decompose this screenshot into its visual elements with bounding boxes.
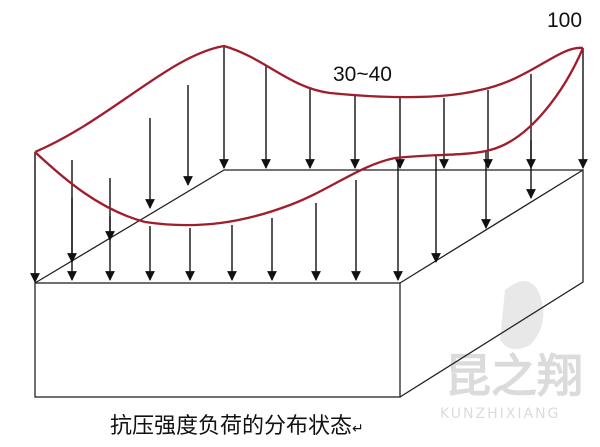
caption-return-mark: ↵ <box>352 421 364 437</box>
watermark-cn: 昆之翔 <box>445 349 583 403</box>
watermark-logo-icon <box>500 281 544 349</box>
block-top-face <box>34 169 583 284</box>
block-body <box>34 168 584 398</box>
diagram-caption: 抗压强度负荷的分布状态 <box>110 414 352 439</box>
load-curve-left-edge <box>34 151 146 224</box>
middle-value-label: 30~40 <box>333 63 392 86</box>
corner-value-label: 100 <box>547 9 582 32</box>
block-right-face <box>399 168 584 398</box>
load-curve-back-edge <box>34 44 584 154</box>
watermark-en: KUNZHIXIANG <box>440 406 560 422</box>
load-curve-front-edge <box>144 47 585 227</box>
load-curves <box>34 44 585 227</box>
block-front-face <box>34 282 401 398</box>
watermark: 昆之翔 KUNZHIXIANG <box>440 281 583 422</box>
load-arrows <box>30 46 588 283</box>
